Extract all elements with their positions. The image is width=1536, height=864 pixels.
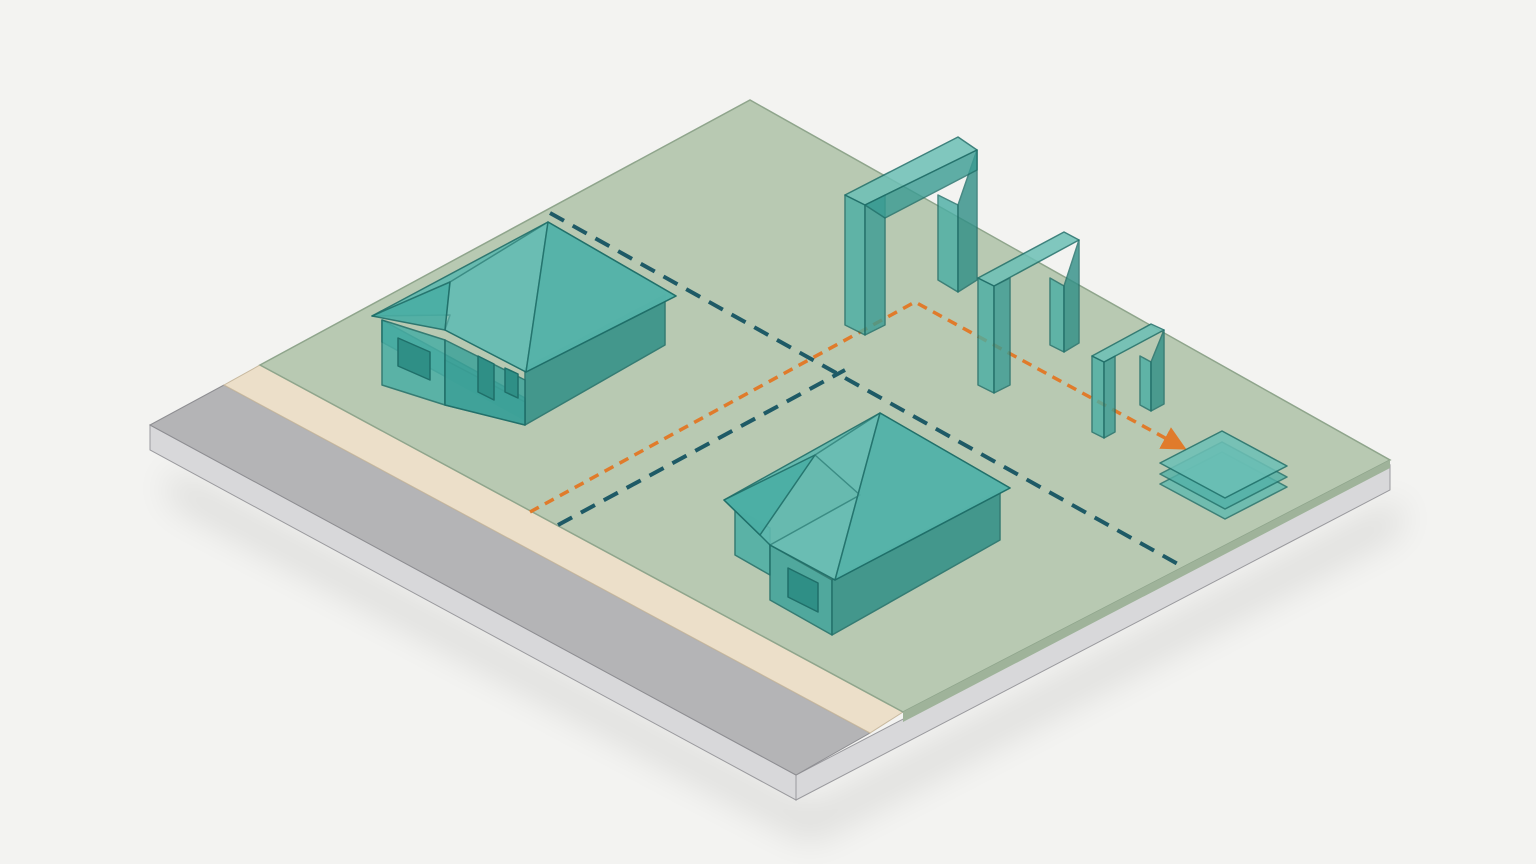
house <box>371 221 677 426</box>
gate-arch <box>1091 323 1165 439</box>
stacked-layers <box>1159 430 1288 520</box>
lawn-edge <box>903 460 1390 722</box>
slab-shadow <box>170 470 1400 840</box>
gate-arch <box>844 136 978 336</box>
route-dashed-arrow <box>529 300 1187 514</box>
lot-boundary-dashed-line <box>557 368 846 527</box>
lot-boundary-dashed-line <box>549 211 1186 570</box>
house <box>723 412 1011 636</box>
gate-arch <box>977 231 1080 394</box>
